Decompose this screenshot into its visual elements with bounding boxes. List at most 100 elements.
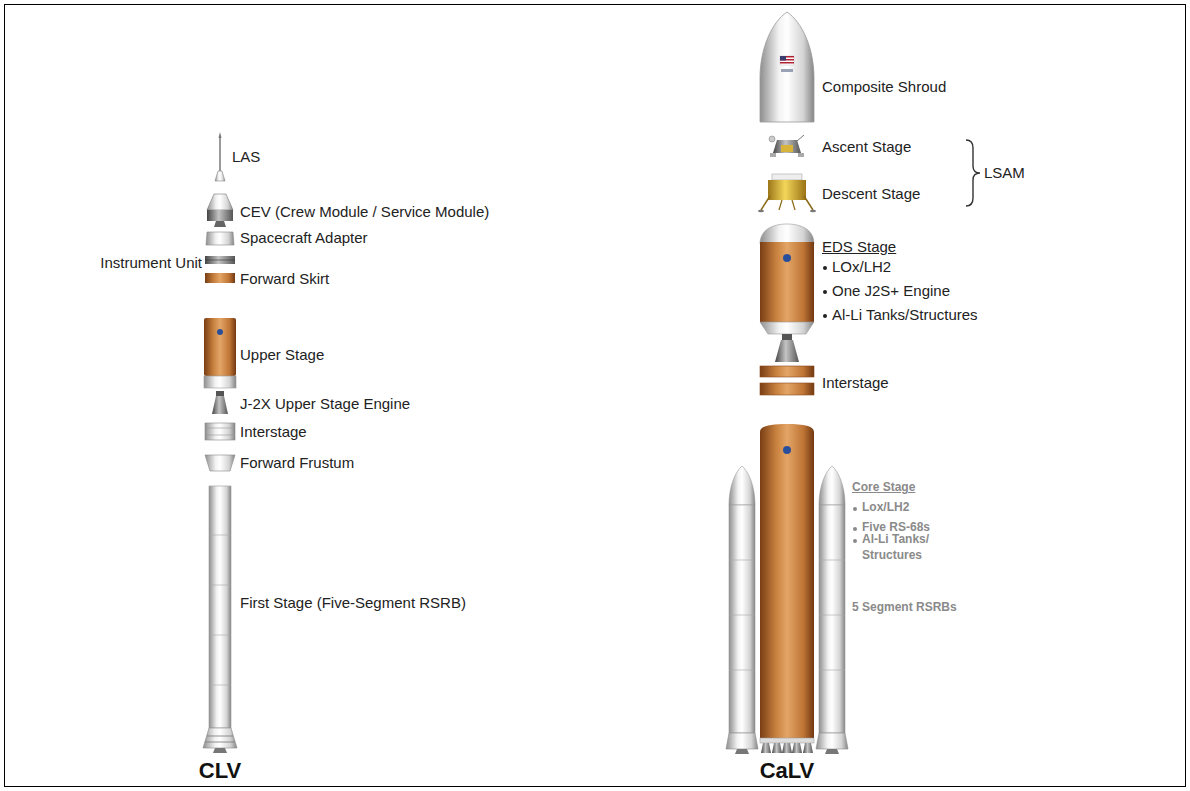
foot-pad [758, 210, 764, 212]
interstage [760, 383, 814, 395]
lander-leg [761, 196, 770, 210]
part-label: Interstage [240, 423, 307, 441]
flag [780, 56, 794, 65]
part-label: Upper Stage [240, 346, 324, 364]
stage-heading: EDS Stage [822, 238, 896, 256]
srb-nozzle [213, 748, 227, 753]
part-label: Descent Stage [822, 185, 920, 203]
segment-line [209, 535, 231, 536]
thrust-structure [760, 738, 814, 743]
spec-item: LOx/LH2 [822, 258, 891, 276]
interstage [205, 423, 235, 440]
stage-heading: Core Stage [852, 480, 915, 496]
part-label: CEV (Crew Module / Service Module) [240, 203, 489, 221]
part-label: Composite Shroud [822, 78, 946, 96]
service-module [207, 210, 233, 221]
las-cone [215, 171, 225, 181]
las-tip [219, 132, 222, 138]
logo [217, 329, 223, 335]
shroud-mark [781, 69, 793, 72]
part-label: 5 Segment RSRBs [852, 600, 957, 616]
part-label: Forward Frustum [240, 454, 354, 472]
frame [5, 5, 1186, 787]
ring-line [205, 435, 235, 436]
rs68-nozzle [782, 743, 792, 753]
segment-line [209, 685, 231, 686]
rs68-nozzle [792, 743, 802, 753]
engine-head [216, 391, 224, 396]
segment-line [729, 670, 755, 671]
first-stage [209, 486, 231, 728]
lsam-brace [966, 140, 980, 206]
srb-skirt [726, 733, 758, 749]
lander-leg [804, 196, 813, 210]
vehicle-name: CaLV [760, 758, 815, 784]
segment-line [819, 560, 845, 561]
foot-pad [810, 210, 816, 212]
logo [783, 446, 791, 454]
thruster [798, 153, 804, 157]
vehicle-name: CLV [199, 758, 241, 784]
group-label: LSAM [984, 164, 1025, 182]
skirt-stripe [205, 742, 235, 743]
segment-line [209, 585, 231, 586]
part-label: Interstage [822, 374, 889, 392]
flag-canton [780, 56, 786, 61]
segment-line [209, 635, 231, 636]
srb-nozzle [735, 749, 749, 754]
part-label: Forward Skirt [240, 270, 329, 288]
service-engine [214, 221, 226, 227]
srb-nose [729, 466, 755, 505]
upper-stage [204, 318, 236, 376]
spec-item: Al-Li Tanks/ Structures [852, 532, 948, 563]
las-tower [219, 138, 221, 172]
engine-head [782, 334, 792, 340]
composite-shroud [760, 12, 814, 122]
lander-leg [792, 200, 795, 210]
eds-aft [760, 322, 814, 334]
spec-item: Lox/LH2 [852, 500, 909, 516]
segment-line [729, 560, 755, 561]
rs68-nozzle [803, 743, 813, 753]
srb-skirt [816, 733, 848, 749]
instrument-unit [205, 256, 235, 264]
part-label: Spacecraft Adapter [240, 229, 368, 247]
rs68-nozzle [772, 743, 782, 753]
descent-stage [768, 180, 806, 200]
aft-skirt [203, 728, 237, 748]
engine-nozzle [775, 340, 799, 362]
segment-line [819, 670, 845, 671]
lander-leg [779, 200, 782, 210]
part-label: Ascent Stage [822, 138, 911, 156]
antenna [797, 135, 804, 141]
srb [819, 505, 845, 733]
forward-skirt [205, 273, 235, 283]
part-label: Instrument Unit [100, 254, 202, 272]
skirt-stripe [207, 736, 233, 737]
logo [783, 254, 791, 262]
spacecraft-adapter [206, 232, 234, 245]
engine-nozzle [212, 396, 228, 414]
interstage [760, 366, 814, 377]
eds-dome [760, 224, 814, 244]
crew-module [207, 194, 233, 210]
part-label: LAS [232, 148, 260, 166]
segment-line [729, 615, 755, 616]
segment-line [819, 615, 845, 616]
aft-skirt [204, 376, 236, 388]
spec-item: Al-Li Tanks/Structures [822, 306, 978, 324]
part-label: J-2X Upper Stage Engine [240, 395, 410, 413]
srb [729, 505, 755, 733]
ascent-foil [781, 145, 793, 152]
ring-line [205, 428, 235, 429]
descent-tanks [772, 174, 802, 180]
rs68-nozzle [761, 743, 771, 753]
spec-item: One J2S+ Engine [822, 282, 950, 300]
part-label: First Stage (Five-Segment RSRB) [240, 594, 466, 612]
antenna-dish [769, 136, 775, 142]
ascent-stage [773, 140, 801, 153]
flag-stripe [780, 62, 794, 64]
ring-line [205, 260, 235, 261]
